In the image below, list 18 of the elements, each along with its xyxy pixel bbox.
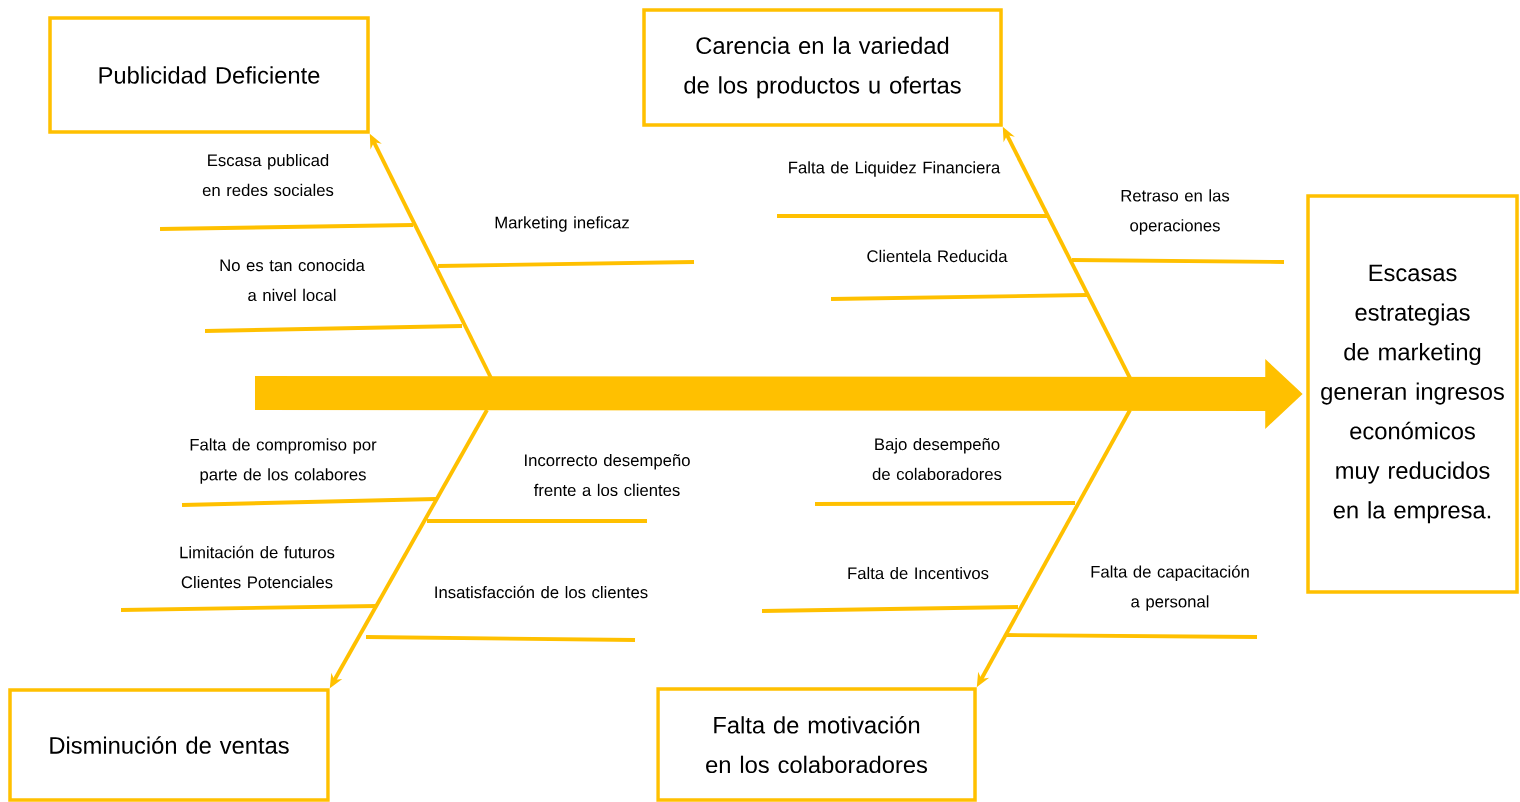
- category-box: Carencia en la variedad de los productos u ofertas: [642, 8, 1003, 127]
- cause-label: Escasa publicad en redes sociales: [202, 153, 334, 197]
- cause-label: Falta de Liquidez Financiera: [789, 161, 1001, 177]
- cause-label: Bajo desempeño de colaboradores: [872, 437, 1002, 481]
- effect-box: Escasas estrategias de marketing generan ingresos económicos muy reducidos en la empresa.: [1306, 194, 1519, 594]
- cause-label: Incorrecto desempeño frente a los clientes: [525, 453, 690, 497]
- category-box: Disminución de ventas: [8, 688, 330, 802]
- cause-label: Clientela Reducida: [867, 249, 1008, 263]
- cause-label: Falta de capacitación a personal: [1091, 565, 1249, 611]
- cause-label: Falta de compromiso por parte de los colabores: [190, 438, 377, 484]
- cause-label: Insatisfacción de los clientes: [435, 585, 648, 599]
- category-box: Falta de motivación en los colaboradores: [656, 687, 977, 802]
- cause-label: Falta de Incentivos: [848, 566, 989, 580]
- cause-label: Retraso en las operaciones: [1121, 189, 1230, 235]
- category-box: Publicidad Deficiente: [48, 16, 370, 134]
- cause-label: Marketing ineficaz: [495, 216, 629, 232]
- cause-label: No es tan conocida a nivel local: [220, 258, 365, 302]
- cause-label: Limitación de futuros Clientes Potenciales: [180, 545, 335, 589]
